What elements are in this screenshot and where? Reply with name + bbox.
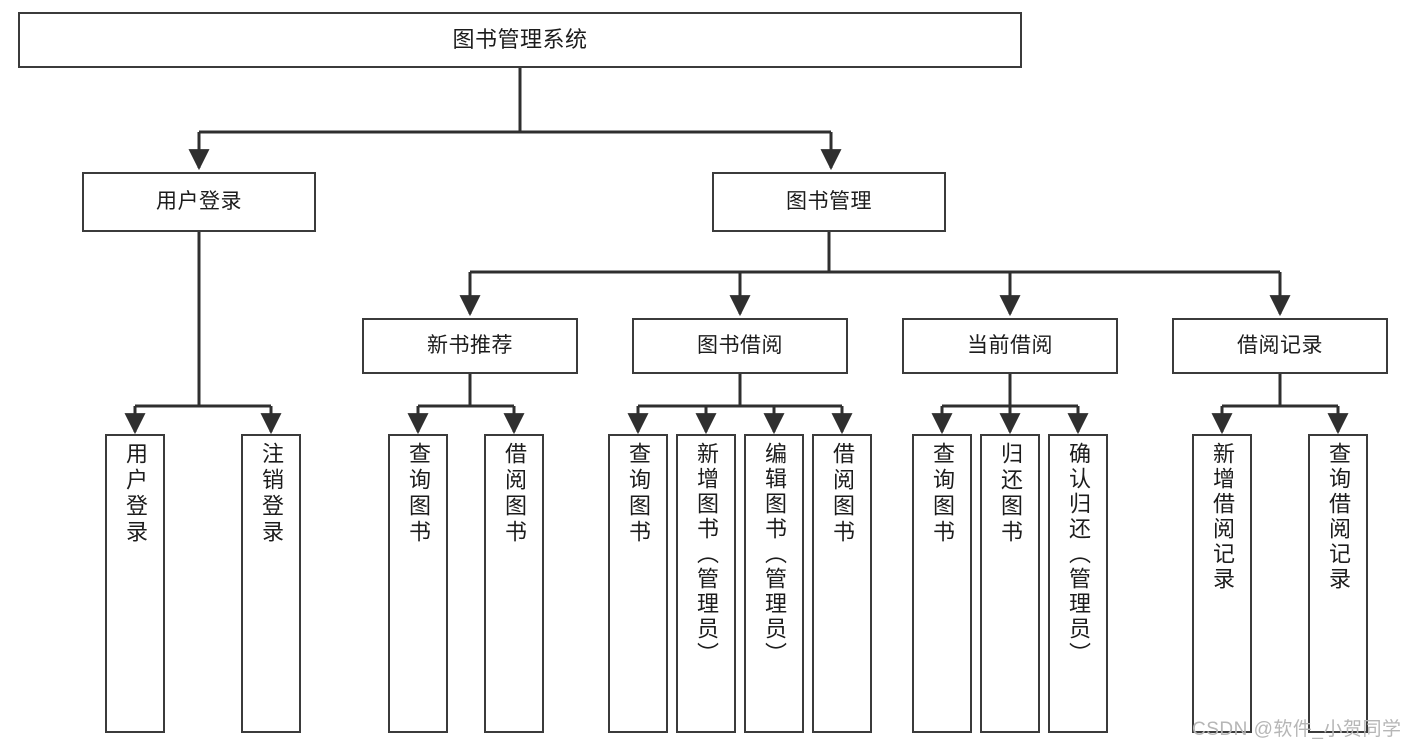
node-label: 确认归还（管理员） bbox=[1066, 442, 1091, 667]
leaf-book-borrow-query-book[interactable]: 查询图书 bbox=[608, 434, 668, 733]
leaf-book-borrow-borrow-book[interactable]: 借阅图书 bbox=[812, 434, 872, 733]
node-label: 用户登录 bbox=[123, 442, 148, 546]
node-label: 图书管理 bbox=[786, 189, 872, 213]
node-borrow-record[interactable]: 借阅记录 bbox=[1172, 318, 1388, 374]
node-label: 查询借阅记录 bbox=[1326, 442, 1351, 592]
node-label: 查询图书 bbox=[626, 442, 651, 546]
node-label: 注销登录 bbox=[259, 442, 284, 546]
node-book-borrow[interactable]: 图书借阅 bbox=[632, 318, 848, 374]
node-label: 新书推荐 bbox=[427, 333, 513, 357]
node-root-book-management-system[interactable]: 图书管理系统 bbox=[18, 12, 1022, 68]
leaf-book-borrow-add-book-admin[interactable]: 新增图书（管理员） bbox=[676, 434, 736, 733]
leaf-book-borrow-edit-book-admin[interactable]: 编辑图书（管理员） bbox=[744, 434, 804, 733]
node-label: 用户登录 bbox=[156, 189, 242, 213]
node-label: 图书借阅 bbox=[697, 333, 783, 357]
csdn-watermark: CSDN @软件_小贺同学 bbox=[1192, 719, 1402, 740]
node-user-login[interactable]: 用户登录 bbox=[82, 172, 316, 232]
node-label: 查询图书 bbox=[930, 442, 955, 546]
leaf-borrow-record-query-record[interactable]: 查询借阅记录 bbox=[1308, 434, 1368, 733]
node-book-management[interactable]: 图书管理 bbox=[712, 172, 946, 232]
node-label: 当前借阅 bbox=[967, 333, 1053, 357]
leaf-borrow-record-add-record[interactable]: 新增借阅记录 bbox=[1192, 434, 1252, 733]
node-label: 编辑图书（管理员） bbox=[762, 442, 787, 667]
node-new-book-recommend[interactable]: 新书推荐 bbox=[362, 318, 578, 374]
leaf-user-login-login[interactable]: 用户登录 bbox=[105, 434, 165, 733]
node-label: 查询图书 bbox=[406, 442, 431, 546]
leaf-current-borrow-return-book[interactable]: 归还图书 bbox=[980, 434, 1040, 733]
leaf-user-login-logout[interactable]: 注销登录 bbox=[241, 434, 301, 733]
node-current-borrow[interactable]: 当前借阅 bbox=[902, 318, 1118, 374]
node-label: 新增图书（管理员） bbox=[694, 442, 719, 667]
leaf-new-book-borrow-book[interactable]: 借阅图书 bbox=[484, 434, 544, 733]
leaf-current-borrow-query-book[interactable]: 查询图书 bbox=[912, 434, 972, 733]
node-label: 借阅图书 bbox=[502, 442, 527, 546]
node-label: 借阅图书 bbox=[830, 442, 855, 546]
node-label: 借阅记录 bbox=[1237, 333, 1323, 357]
leaf-current-borrow-confirm-return-admin[interactable]: 确认归还（管理员） bbox=[1048, 434, 1108, 733]
leaf-new-book-query-book[interactable]: 查询图书 bbox=[388, 434, 448, 733]
node-label: 新增借阅记录 bbox=[1210, 442, 1235, 592]
node-label: 归还图书 bbox=[998, 442, 1023, 546]
node-label: 图书管理系统 bbox=[452, 27, 588, 53]
